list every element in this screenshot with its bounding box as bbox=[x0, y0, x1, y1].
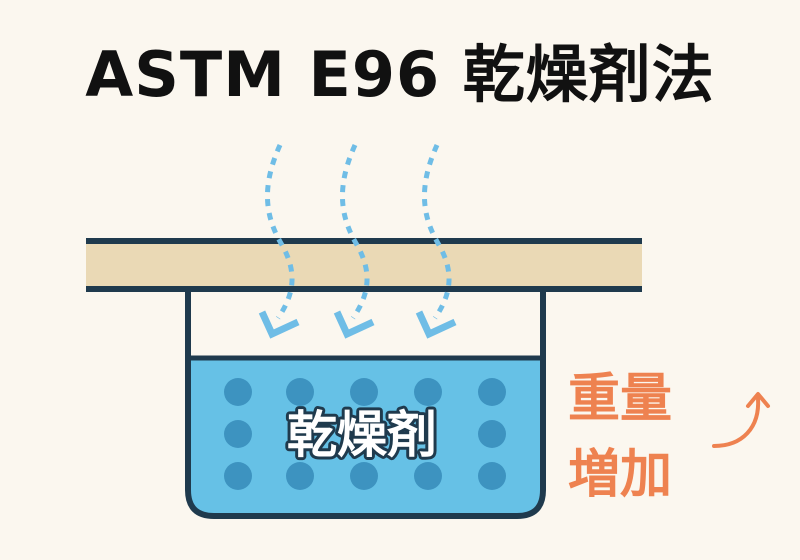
granule bbox=[414, 462, 442, 490]
arrowhead-icon bbox=[415, 310, 457, 339]
weight-gain-line2: 増加 bbox=[568, 445, 672, 505]
weight-gain-annotation: 重量 増加 bbox=[568, 369, 770, 505]
weight-increase-arrowhead-icon bbox=[746, 392, 770, 408]
granule bbox=[478, 420, 506, 448]
granule bbox=[224, 462, 252, 490]
vapor-arrowheads bbox=[258, 310, 457, 339]
desiccant-granules bbox=[224, 378, 506, 490]
arrowhead-icon bbox=[258, 310, 300, 339]
granule bbox=[350, 462, 378, 490]
arrowhead-icon bbox=[333, 310, 375, 339]
granule bbox=[414, 378, 442, 406]
vapor-flow-arrow-icon bbox=[264, 143, 295, 320]
diagram-title: ASTM E96 乾燥剤法 bbox=[85, 38, 715, 111]
granule bbox=[478, 378, 506, 406]
vapor-flow-arrows bbox=[264, 143, 452, 320]
vapor-flow-arrow-icon bbox=[421, 143, 452, 320]
granule bbox=[286, 462, 314, 490]
desiccant-label: 乾燥剤 bbox=[287, 406, 437, 464]
weight-gain-line1: 重量 bbox=[568, 369, 672, 429]
granule bbox=[224, 420, 252, 448]
membrane-body bbox=[86, 241, 642, 289]
granule bbox=[478, 462, 506, 490]
granule bbox=[224, 378, 252, 406]
granule bbox=[286, 378, 314, 406]
cup-outline bbox=[185, 292, 546, 519]
weight-increase-arrow-icon bbox=[712, 396, 761, 448]
test-membrane bbox=[86, 238, 642, 292]
desiccant-fill bbox=[188, 358, 543, 516]
test-cup: 乾燥剤 bbox=[185, 292, 546, 519]
vapor-flow-arrow-icon bbox=[339, 143, 370, 320]
granule bbox=[350, 378, 378, 406]
